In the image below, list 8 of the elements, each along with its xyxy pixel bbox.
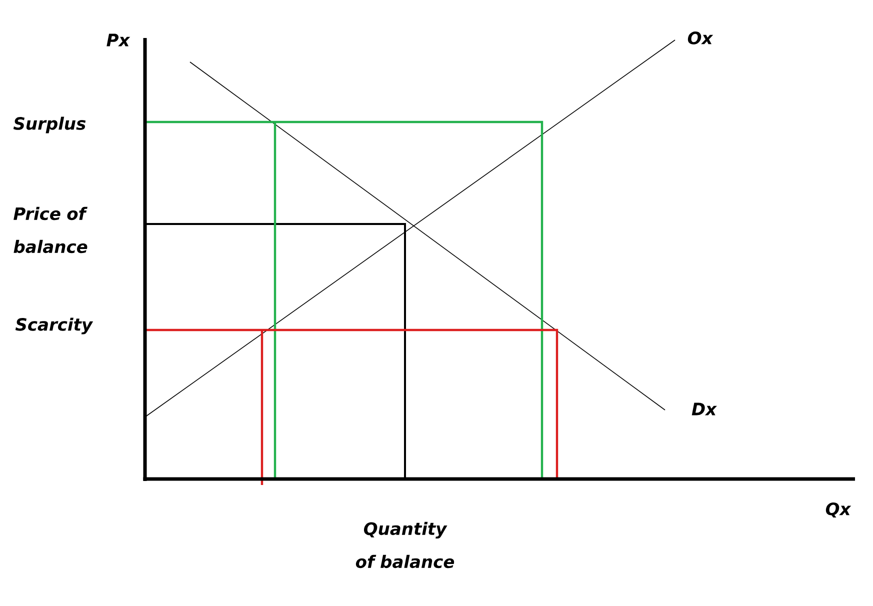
quantity-label: Quantity of balance xyxy=(356,522,454,568)
curve-label: Ox xyxy=(688,32,714,44)
price-label: Price of balance xyxy=(14,206,88,254)
curve-label: Dx xyxy=(692,402,717,416)
price-label: Scarcity xyxy=(15,318,94,334)
axis-label: Qx xyxy=(826,502,852,518)
price-label: Surplus xyxy=(13,116,86,134)
axis-label: Px xyxy=(106,34,130,46)
